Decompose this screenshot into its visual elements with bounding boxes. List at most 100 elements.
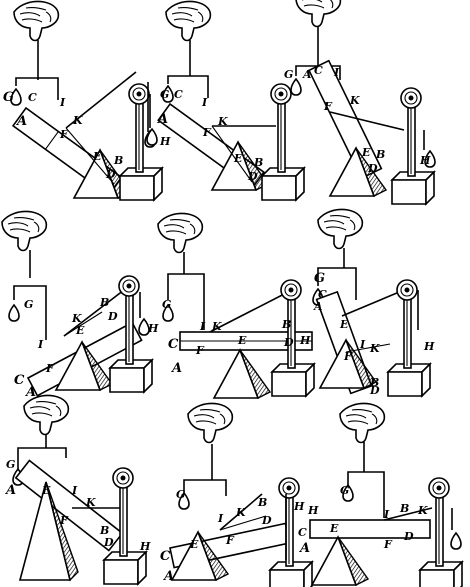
- label-i: I: [333, 66, 340, 79]
- label-d: D: [261, 514, 272, 527]
- label-a: A: [302, 68, 312, 81]
- label-i: I: [359, 338, 366, 351]
- label-e: E: [329, 522, 339, 535]
- panel-9: G H C A E I B K F D: [298, 402, 463, 587]
- hand-icon: [1, 210, 48, 252]
- panel-5: G I K B C F E D H A: [157, 212, 315, 399]
- panel-3: G A C I F K E B D H: [284, 0, 436, 205]
- label-b: B: [253, 156, 263, 169]
- label-a: A: [313, 300, 323, 313]
- label-k: K: [235, 506, 246, 519]
- label-b: B: [113, 154, 123, 167]
- label-d: D: [403, 530, 414, 543]
- label-k: K: [349, 94, 360, 107]
- label-c: C: [168, 337, 179, 352]
- label-a: A: [4, 483, 16, 498]
- label-k: K: [417, 504, 428, 517]
- label-h: H: [299, 334, 311, 347]
- label-b: B: [257, 496, 267, 509]
- hand-icon: [157, 212, 204, 254]
- label-h: H: [159, 135, 171, 148]
- label-f: F: [225, 534, 235, 547]
- label-h: H: [139, 540, 151, 553]
- label-a: A: [162, 569, 174, 584]
- label-g: G: [3, 90, 14, 105]
- label-g: G: [24, 298, 33, 311]
- label-f: F: [59, 514, 69, 527]
- label-h: H: [307, 504, 319, 517]
- label-c: C: [28, 91, 37, 104]
- label-d: D: [247, 170, 258, 183]
- label-a: A: [156, 112, 168, 127]
- label-g: G: [314, 271, 325, 286]
- pulley-stand-icon: [387, 279, 431, 397]
- label-b: B: [399, 502, 409, 515]
- pulley-stand-icon: [261, 83, 305, 201]
- hand-icon: [187, 402, 234, 444]
- panel-1: G C I K A F E B D: [3, 0, 163, 201]
- hand-icon: [23, 394, 70, 436]
- label-i: I: [199, 320, 206, 333]
- label-k: K: [71, 312, 82, 325]
- hand-icon: [13, 0, 60, 42]
- label-a: A: [170, 361, 182, 376]
- label-f: F: [45, 362, 55, 375]
- label-i: I: [59, 96, 66, 109]
- hand-icon: [317, 208, 364, 250]
- label-g: G: [284, 68, 293, 81]
- label-f: F: [59, 128, 69, 141]
- label-a: A: [298, 541, 310, 556]
- label-c: C: [14, 373, 25, 388]
- label-e: E: [361, 146, 371, 159]
- label-g: G: [340, 484, 349, 497]
- label-e: E: [233, 152, 243, 165]
- label-d: D: [367, 162, 378, 175]
- label-h: H: [293, 500, 305, 513]
- panel-7: G A E I K F B D H: [4, 394, 151, 585]
- label-c: C: [174, 88, 183, 101]
- label-f: F: [343, 350, 353, 363]
- label-e: E: [339, 318, 349, 331]
- pulley-stand-icon: [391, 87, 435, 205]
- label-c: C: [298, 526, 307, 539]
- label-h: H: [423, 340, 435, 353]
- label-c: C: [160, 549, 171, 564]
- label-a: A: [15, 114, 27, 129]
- label-b: B: [99, 524, 109, 537]
- label-f: F: [195, 344, 205, 357]
- label-d: D: [283, 336, 294, 349]
- label-e: E: [75, 324, 85, 337]
- hand-icon: [339, 402, 386, 444]
- label-g: G: [6, 458, 15, 471]
- label-i: I: [37, 338, 44, 351]
- label-g: G: [162, 298, 171, 311]
- weight-g-icon: [290, 78, 302, 96]
- label-d: D: [369, 384, 380, 397]
- weight-g-icon: [8, 304, 20, 322]
- label-b: B: [369, 376, 379, 389]
- label-e: E: [189, 538, 199, 551]
- label-h: H: [419, 154, 431, 167]
- label-d: D: [107, 310, 118, 323]
- label-f: F: [202, 126, 212, 139]
- label-d: D: [103, 536, 114, 549]
- label-b: B: [375, 148, 385, 161]
- label-e: E: [92, 150, 102, 163]
- label-b: B: [281, 318, 291, 331]
- label-i: I: [217, 512, 224, 525]
- label-c: C: [314, 64, 323, 77]
- label-k: K: [72, 114, 83, 127]
- label-e: E: [41, 484, 51, 497]
- hand-icon: [295, 0, 342, 28]
- panel-8: G C A E I K B F D H: [160, 402, 313, 587]
- label-i: I: [71, 484, 78, 497]
- label-f: F: [383, 538, 393, 551]
- weight-h-icon: [450, 532, 462, 550]
- label-i: I: [383, 508, 390, 521]
- label-k: K: [211, 320, 222, 333]
- label-k: K: [369, 342, 380, 355]
- panel-6: G C A E I F K B D H: [312, 208, 435, 397]
- label-i: I: [201, 96, 208, 109]
- panel-2: G C I K A F E B D H: [146, 0, 305, 201]
